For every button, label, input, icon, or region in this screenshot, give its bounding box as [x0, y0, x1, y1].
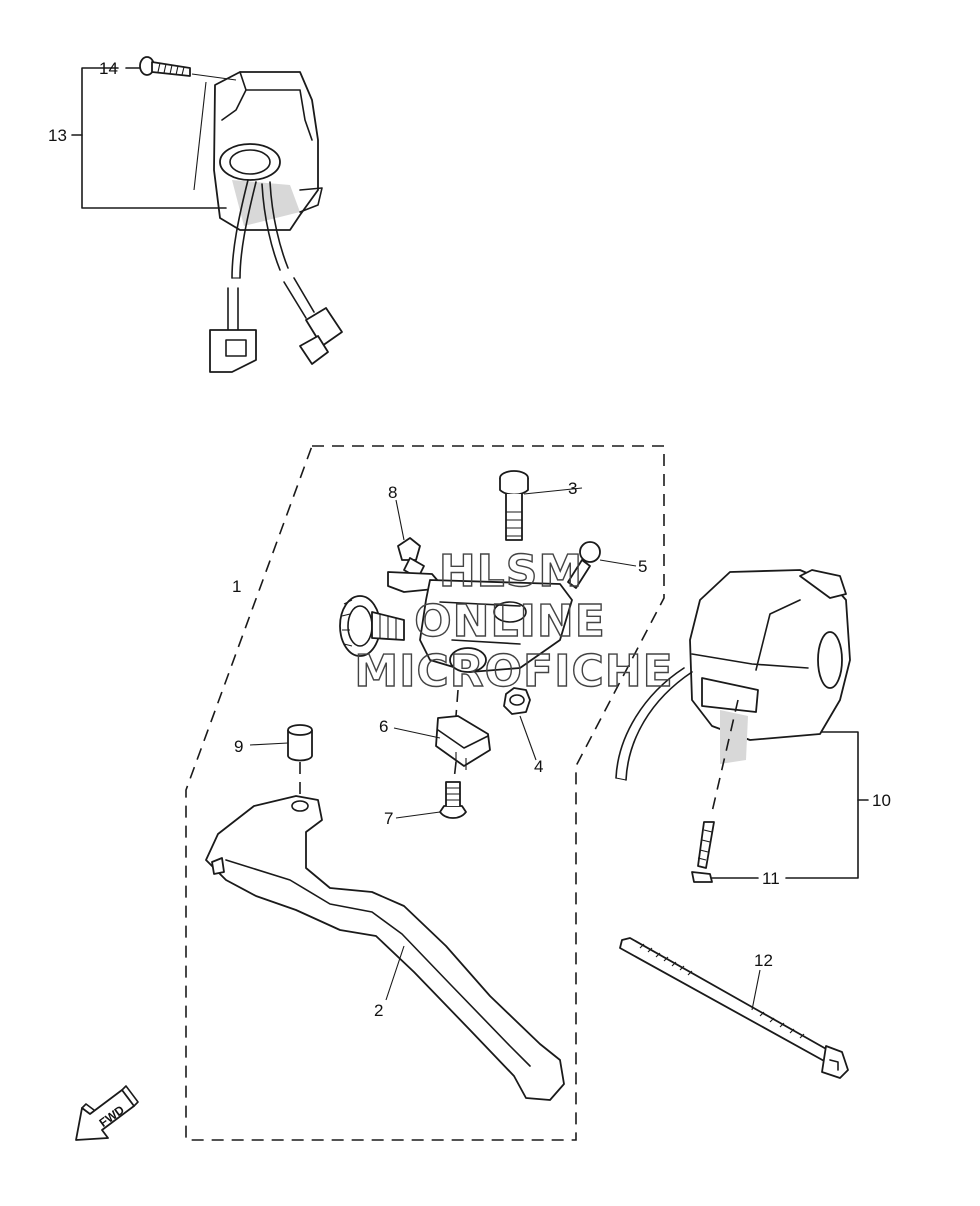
callout-12: 12 — [754, 951, 773, 970]
callout-6: 6 — [379, 717, 388, 736]
pivot-bolt-3 — [499, 470, 529, 541]
callout-7: 7 — [384, 809, 393, 828]
leader-lines — [249, 487, 761, 1011]
lever-bracket — [339, 571, 573, 673]
watermark-line-2: ONLINE — [414, 596, 606, 647]
callout-9: 9 — [234, 737, 243, 756]
callout-3: 3 — [568, 479, 577, 498]
callout-2: 2 — [374, 1001, 383, 1020]
nut-4 — [503, 687, 531, 715]
callout-8: 8 — [388, 483, 397, 502]
watermark-line-1: HLSM — [439, 546, 583, 597]
callout-5: 5 — [638, 557, 647, 576]
bushing-9 — [287, 724, 313, 762]
screw-11 — [691, 699, 739, 883]
callout-4: 4 — [534, 757, 543, 776]
brake-lever-2 — [205, 795, 565, 1101]
callout-10: 10 — [872, 791, 891, 810]
brake-switch-6 — [435, 715, 491, 770]
screw-14 — [139, 56, 237, 81]
forward-arrow-icon: FWD — [75, 1085, 139, 1141]
cable-tie-12 — [619, 937, 849, 1079]
callout-11: 11 — [762, 869, 780, 888]
callout-13: 13 — [48, 126, 67, 145]
screw-7 — [439, 781, 467, 819]
left-handlebar-switch — [193, 71, 343, 373]
callout-14: 14 — [99, 59, 118, 78]
screw-5 — [567, 541, 601, 589]
watermark: HLSM ONLINE MICROFICHE — [354, 545, 674, 697]
right-handlebar-switch — [615, 569, 851, 781]
watermark-line-3: MICROFICHE — [354, 646, 673, 697]
callout-1: 1 — [232, 577, 241, 596]
